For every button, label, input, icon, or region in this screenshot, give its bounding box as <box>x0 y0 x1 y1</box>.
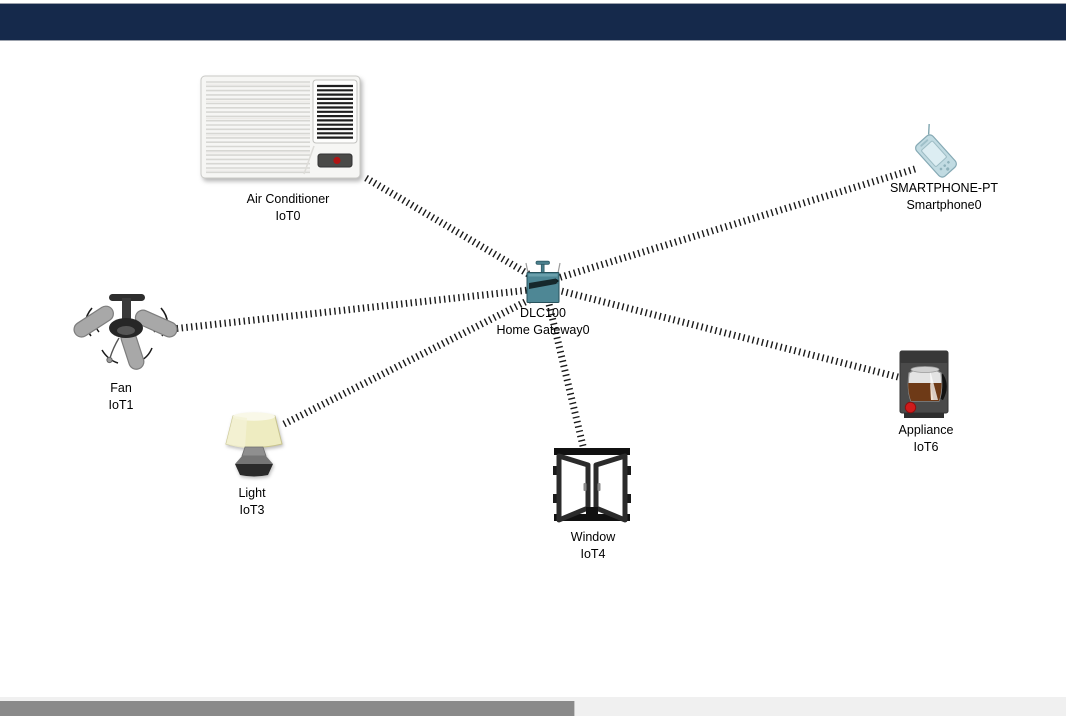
model-label: Light <box>238 486 266 500</box>
device-label-iot6[interactable]: Appliance IoT6 <box>899 422 954 456</box>
wireless-link-iot6-gateway0[interactable] <box>560 287 899 381</box>
device-smartphone[interactable] <box>906 115 972 182</box>
device-label-iot0[interactable]: Air Conditioner IoT0 <box>247 191 330 225</box>
smartphone-icon <box>915 115 957 178</box>
top-banner <box>0 3 1066 41</box>
device-label-iot1[interactable]: Fan IoT1 <box>108 380 133 414</box>
model-label: Air Conditioner <box>246 192 330 206</box>
device-label-gateway0[interactable]: DLC100 Home Gateway0 <box>496 305 589 339</box>
device-home-gateway[interactable] <box>524 259 562 305</box>
name-label: Home Gateway0 <box>496 323 590 337</box>
horizontal-scrollbar-thumb[interactable] <box>0 701 575 716</box>
device-label-iot3[interactable]: Light IoT3 <box>238 485 265 519</box>
device-label-iot4[interactable]: Window IoT4 <box>571 529 615 563</box>
name-label: IoT4 <box>580 547 606 561</box>
home-gateway-icon <box>525 260 561 303</box>
model-label: Appliance <box>898 423 954 437</box>
fan-icon <box>73 294 178 370</box>
device-label-smartphone0[interactable]: SMARTPHONE-PT Smartphone0 <box>890 180 998 214</box>
model-label: Window <box>570 530 616 544</box>
wireless-link-iot4-gateway0[interactable] <box>545 303 587 447</box>
wireless-link-smartphone0-gateway0[interactable] <box>556 165 917 282</box>
air-conditioner-icon <box>200 75 361 179</box>
name-label: Smartphone0 <box>906 198 982 212</box>
light-icon <box>225 412 283 477</box>
model-label: Fan <box>110 381 132 395</box>
name-label: IoT1 <box>108 398 134 412</box>
appliance-icon <box>899 350 949 418</box>
model-label: DLC100 <box>520 306 566 320</box>
window-icon <box>553 448 631 523</box>
device-light[interactable] <box>221 408 287 482</box>
wireless-link-iot0-gateway0[interactable] <box>364 174 542 285</box>
model-label: SMARTPHONE-PT <box>889 181 999 195</box>
device-air-conditioner[interactable] <box>200 74 366 182</box>
device-appliance[interactable] <box>897 349 951 421</box>
name-label: IoT3 <box>239 503 265 517</box>
wireless-link-iot3-gateway0[interactable] <box>282 294 535 428</box>
name-label: IoT6 <box>913 440 939 454</box>
device-window[interactable] <box>552 444 632 526</box>
horizontal-scrollbar-track[interactable] <box>0 697 1066 716</box>
device-fan[interactable] <box>72 292 180 376</box>
name-label: IoT0 <box>275 209 301 223</box>
wireless-link-iot1-gateway0[interactable] <box>171 286 530 333</box>
